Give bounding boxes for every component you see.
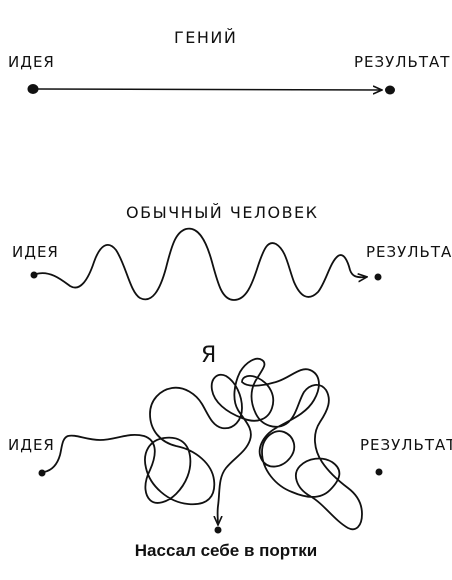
me-start-label: ИДЕЯ <box>8 436 55 454</box>
genius-title: ГЕНИЙ <box>174 28 238 47</box>
genius-end-label: РЕЗУЛЬТАТ <box>354 53 451 71</box>
ordinary-title: ОБЫЧНЫЙ ЧЕЛОВЕК <box>126 203 319 222</box>
ordinary-end-label: РЕЗУЛЬТАТ <box>366 243 452 261</box>
me-end-label: РЕЗУЛЬТАТ <box>360 436 452 454</box>
me-start-dot <box>38 469 46 477</box>
genius-path <box>37 89 381 90</box>
genius-start-label: ИДЕЯ <box>8 53 55 71</box>
me-title: Я <box>201 343 218 368</box>
ordinary-start-dot <box>30 271 38 279</box>
me-end-dot <box>214 526 222 534</box>
me-result-dot <box>375 468 383 476</box>
caption-text: Нассал себе в портки <box>134 541 318 560</box>
ordinary-start-label: ИДЕЯ <box>12 243 59 261</box>
ordinary-end-dot <box>374 273 382 281</box>
me-path <box>43 357 363 531</box>
genius-end-dot <box>385 85 395 95</box>
ordinary-path <box>35 227 366 301</box>
genius-start-dot <box>27 84 39 94</box>
